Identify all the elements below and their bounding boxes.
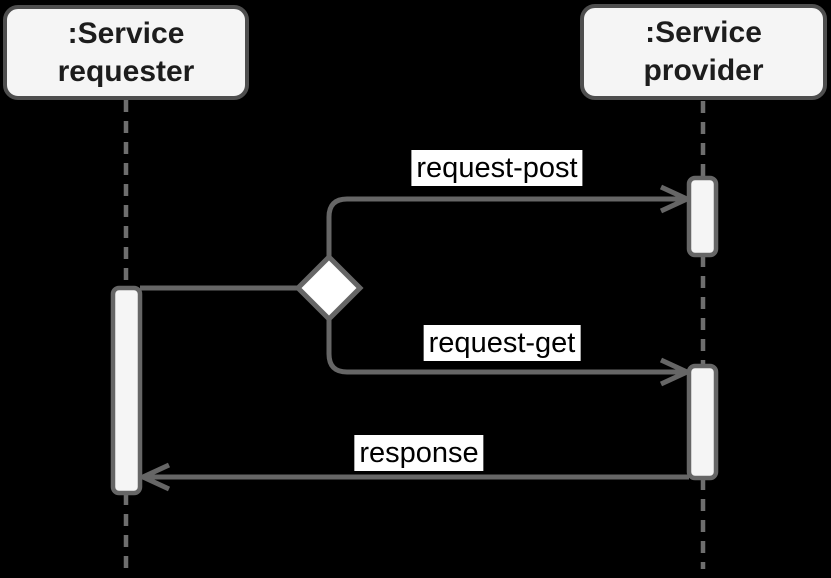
message-label-response: response xyxy=(354,435,484,471)
provider-activation-bar-1 xyxy=(686,175,719,258)
decision-diamond xyxy=(294,253,364,323)
response-arrowhead-icon xyxy=(137,462,171,492)
message-label-request-post: request-post xyxy=(411,150,583,186)
participant-service-provider: :Service provider xyxy=(580,4,827,100)
participant-name-line: requester xyxy=(57,54,195,88)
participant-name-line: provider xyxy=(643,54,764,87)
participant-name-line: :Service xyxy=(67,16,185,50)
requester-activation-bar xyxy=(110,285,143,496)
message-label-request-get: request-get xyxy=(423,325,581,361)
participant-name-line: :Service xyxy=(645,16,762,49)
request-get-arrow-line xyxy=(326,318,684,375)
lifelines xyxy=(123,100,706,571)
provider-activation-bar-2 xyxy=(686,363,719,481)
participant-service-requester: :Service requester xyxy=(3,5,249,100)
request-post-arrow-line xyxy=(326,196,684,258)
